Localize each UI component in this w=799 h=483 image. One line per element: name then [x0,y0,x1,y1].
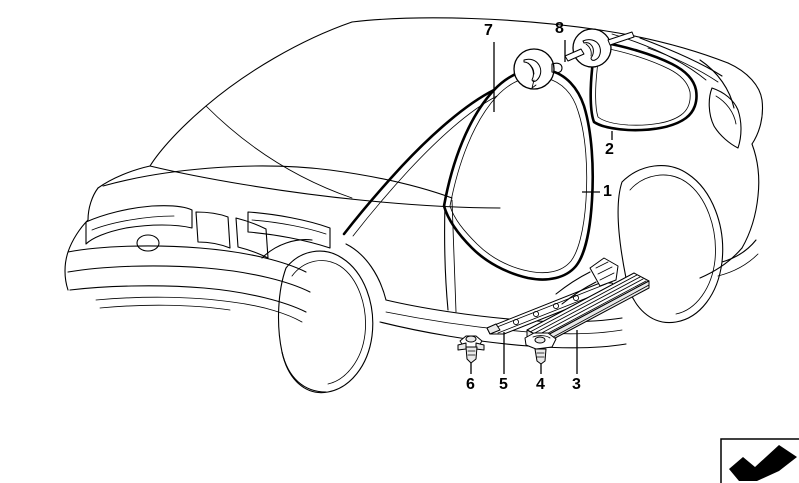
part-sill-clip [524,332,557,365]
callout-leader-lines [470,40,613,374]
detail-circle-8 [564,28,635,68]
callout-3: 3 [572,376,581,393]
callout-5: 5 [499,376,508,393]
callout-7: 7 [484,22,493,39]
part-sill-cover-strip [526,257,650,346]
callout-4: 4 [536,376,545,393]
callout-2: 2 [605,141,614,158]
detail-circle-7 [513,48,563,90]
callout-6: 6 [466,376,475,393]
callout-8: 8 [555,20,564,37]
parts-diagram-canvas [64,17,764,394]
part-rear-door-seal [589,40,698,132]
car-body-outline [64,17,764,394]
diagram-svg [64,17,764,394]
part-front-door-seal [342,67,595,281]
callout-1: 1 [603,183,612,200]
corner-mark [720,438,799,483]
part-expanding-rivet [457,335,485,364]
